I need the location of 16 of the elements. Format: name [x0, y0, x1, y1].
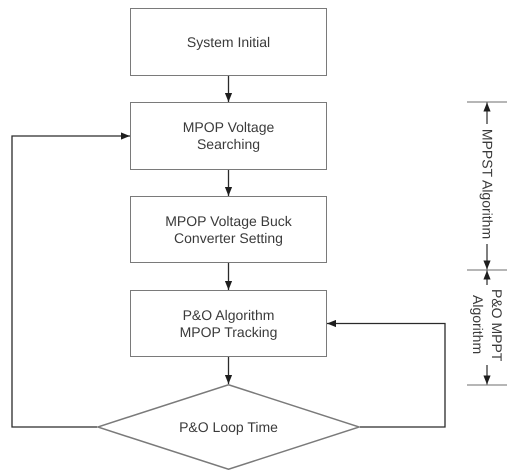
- node-label: MPOP Voltage Searching: [182, 119, 276, 153]
- node-label: MPOP Voltage Buck Converter Setting: [164, 212, 293, 246]
- process-box: [130, 196, 327, 263]
- process-box: [130, 102, 327, 170]
- arrow: [224, 170, 232, 196]
- arrow: [224, 76, 232, 102]
- arrow: [11, 132, 130, 428]
- node-label: P&O Algorithm MPOP Tracking: [178, 306, 278, 340]
- node-label: System Initial: [186, 34, 270, 50]
- arrow: [224, 263, 232, 290]
- process-box: [130, 8, 327, 76]
- arrow: [224, 357, 232, 384]
- decision-diamond: [97, 384, 360, 470]
- node-label: P&O Loop Time: [179, 418, 278, 436]
- arrow: [327, 320, 446, 428]
- process-box: [130, 290, 327, 357]
